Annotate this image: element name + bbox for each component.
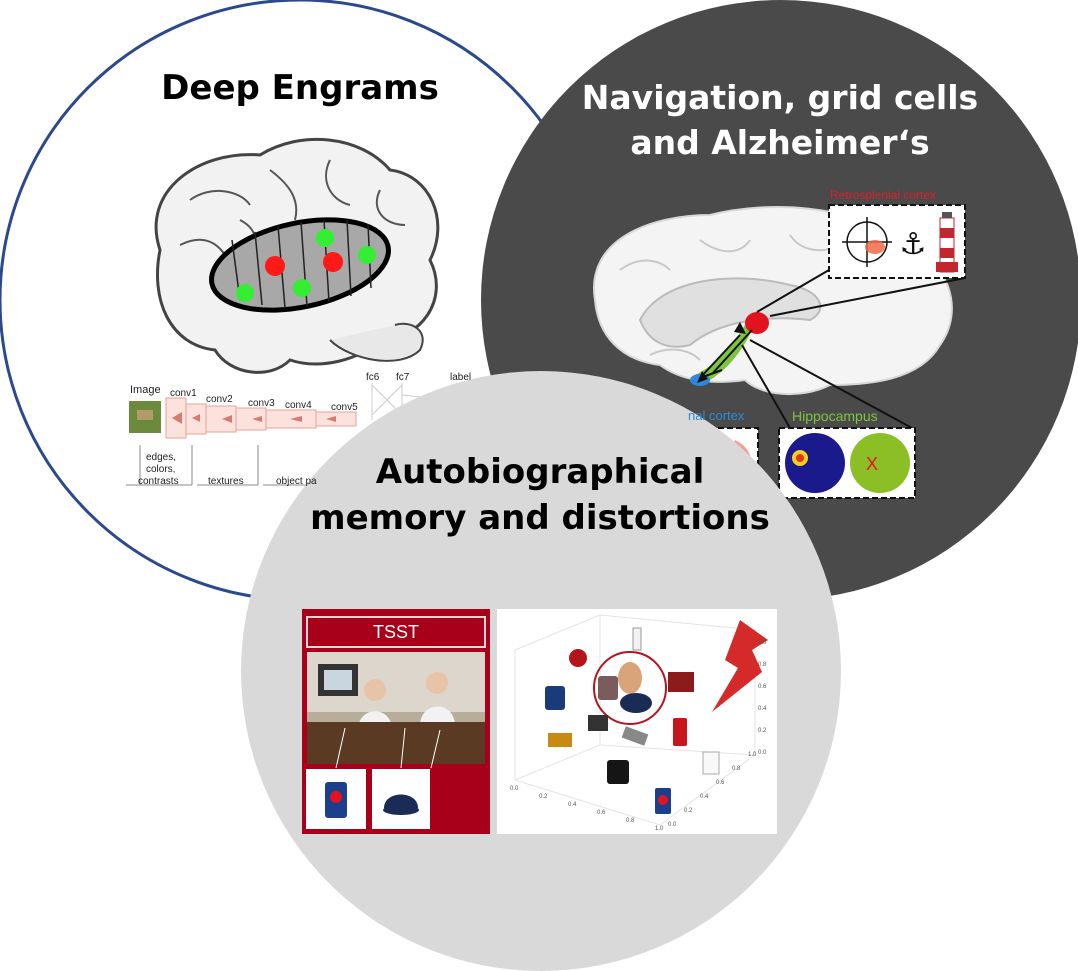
cnn-layer-conv2: conv2 — [206, 394, 233, 405]
cnn-layer-conv1: conv1 — [170, 388, 197, 399]
plot-y-tick: 0.2 — [684, 808, 693, 814]
autobiographical-title: Autobiographical memory and distortions — [290, 450, 790, 542]
cnn-layer-conv5: conv5 — [331, 402, 358, 413]
cnn-feature-label: object pa — [276, 476, 317, 487]
plot-z-tick: 0.8 — [758, 662, 767, 668]
autobiographical-title-line2: memory and distortions — [310, 497, 770, 538]
plot-x-tick: 0.2 — [539, 794, 548, 800]
hippocampus-x-mark: X — [866, 454, 878, 474]
navigation-title: Navigation, grid cells and Alzheimer‘s — [560, 76, 1000, 165]
cnn-layer-conv3: conv3 — [248, 398, 275, 409]
cnn-feature-label: textures — [208, 476, 244, 487]
plot-x-tick: 1.0 — [655, 826, 664, 832]
retrosplenial-box: ⚓ — [828, 204, 966, 279]
plot-z-tick: 0.4 — [758, 706, 767, 712]
plot-y-tick: 0.8 — [732, 766, 741, 772]
cnn-layer-label: label — [450, 372, 472, 383]
brain-illustration — [154, 137, 440, 374]
plot-x-tick: 0.4 — [568, 802, 577, 808]
plot-y-tick: 0.6 — [716, 780, 725, 786]
anchor-icon: ⚓ — [900, 227, 927, 262]
navigation-title-line1: Navigation, grid cells — [581, 78, 979, 117]
cnn-feature-label: contrasts — [138, 476, 179, 487]
cnn-feature-label: colors, — [146, 464, 176, 475]
retrosplenial-label: Retrosplenial cortex — [830, 188, 937, 202]
tsst-banner: TSST — [306, 616, 486, 648]
hippocampus-box: X — [778, 427, 916, 499]
plot-x-tick: 0.8 — [626, 818, 635, 824]
plot-x-tick: 0.0 — [510, 786, 519, 792]
deep-engrams-title: Deep Engrams — [161, 68, 439, 108]
cnn-layer-conv4: conv4 — [285, 400, 312, 411]
navigation-title-line2: and Alzheimer‘s — [630, 122, 930, 162]
cnn-feature-label: edges, — [146, 452, 177, 463]
plot-y-tick: 1.0 — [748, 752, 757, 758]
plot-y-tick: 0.0 — [668, 822, 677, 828]
3d-object-plot — [497, 609, 777, 834]
plot-z-tick: 0.6 — [758, 684, 767, 690]
entorhinal-label: nal cortex — [688, 408, 745, 423]
plot-x-tick: 0.6 — [597, 810, 606, 816]
autobiographical-title-line1: Autobiographical — [375, 452, 705, 492]
hippocampus-label: Hippocampus — [792, 408, 878, 424]
cnn-layer-fc7: fc7 — [396, 372, 410, 383]
plot-y-tick: 0.4 — [700, 794, 709, 800]
plot-z-tick: 0.2 — [758, 728, 767, 734]
cnn-layer-fc6: fc6 — [366, 372, 380, 383]
plot-z-tick: 1.0 — [758, 640, 767, 646]
plot-z-tick: 0.0 — [758, 750, 767, 756]
cnn-image-label: Image — [130, 384, 161, 396]
